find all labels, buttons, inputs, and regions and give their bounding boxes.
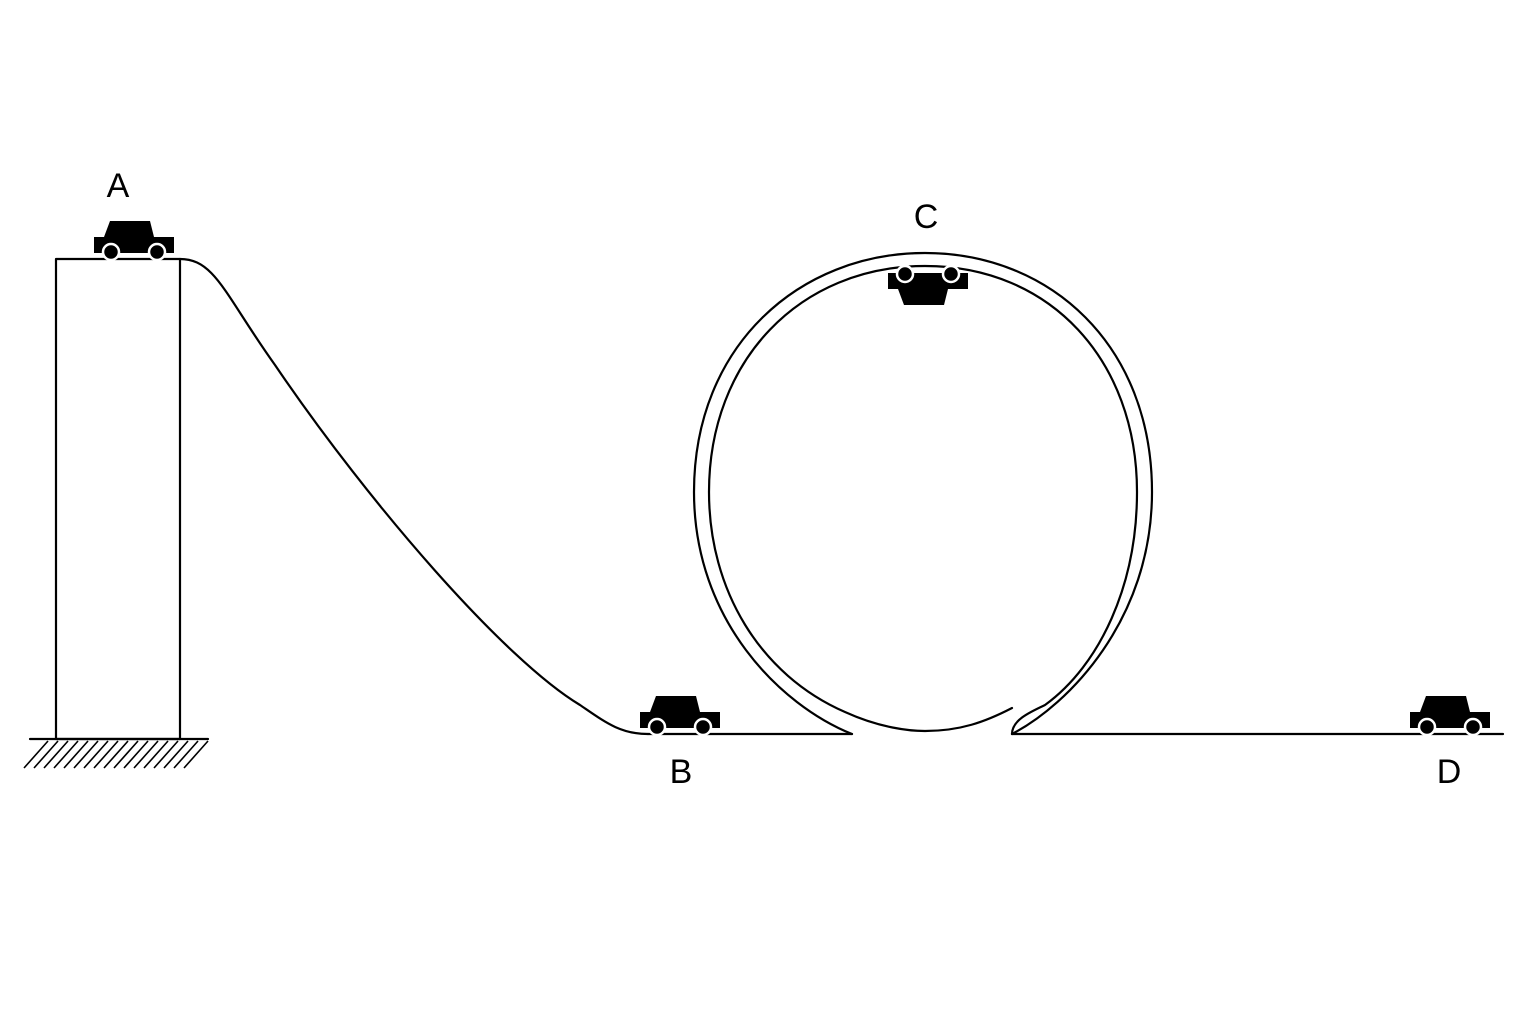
launch-tower (54, 257, 182, 741)
hatch-mark (63, 740, 89, 769)
hatched-ground-icon (23, 740, 209, 769)
car-icon (886, 264, 970, 307)
hatch-mark (133, 740, 159, 769)
point-label-a: A (107, 167, 130, 205)
hatch-mark (123, 740, 149, 769)
hatch-mark (83, 740, 109, 769)
hatch-mark (93, 740, 119, 769)
support-structure (23, 257, 210, 769)
car-icon (92, 219, 176, 262)
hatch-mark (143, 740, 169, 769)
hatch-mark (43, 740, 69, 769)
hatch-mark (153, 740, 179, 769)
point-label-b: B (670, 753, 693, 791)
hatch-mark (23, 740, 49, 769)
hatch-mark (53, 740, 79, 769)
loop-inner-rail (707, 264, 1139, 736)
hatch-mark (183, 740, 209, 769)
car-at-d (1408, 694, 1492, 737)
track (178, 251, 1505, 736)
point-label-d: D (1437, 753, 1462, 791)
descending-ramp (178, 257, 650, 736)
hatch-mark (163, 740, 189, 769)
hatch-mark (173, 740, 199, 769)
hatch-mark (33, 740, 59, 769)
car-at-c (886, 264, 970, 307)
car-icon (1408, 694, 1492, 737)
car-at-a (92, 219, 176, 262)
hatch-mark (73, 740, 99, 769)
hatch-mark (103, 740, 129, 769)
loop-outer-rail (692, 251, 1154, 736)
point-label-c: C (914, 198, 939, 236)
hatch-mark (113, 740, 139, 769)
car-icon (638, 694, 722, 737)
car-at-b (638, 694, 722, 737)
